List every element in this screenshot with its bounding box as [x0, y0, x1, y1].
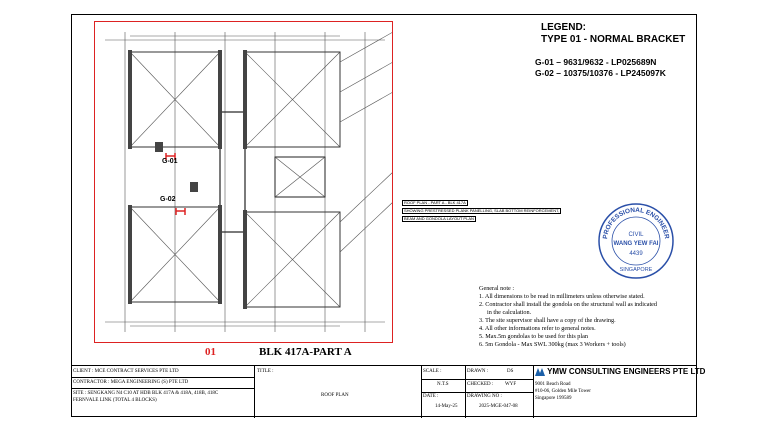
drawn-label: DRAWN :: [467, 369, 489, 374]
company-logo-icon: [535, 367, 545, 376]
plan-linework: [105, 32, 392, 332]
note-item: 4. All other informations refer to gener…: [479, 325, 596, 332]
general-notes: General note : 1. All dimensions to be r…: [479, 285, 657, 349]
stamp-reg-no: 4439: [629, 251, 643, 257]
note-item: 5. Max.5m gondolas to be used for this p…: [479, 333, 588, 340]
scale-value: N.T.S: [437, 382, 449, 387]
note-item: 3. The site supervisor shall have a copy…: [479, 317, 616, 324]
gondola-list: G-01 – 9631/9632 - LP025689N G-02 – 1037…: [535, 57, 666, 79]
company-address: 9001 Beach Road #10-06, Golden Mile Towe…: [535, 382, 591, 401]
date-value: 14-May-25: [435, 404, 458, 409]
stamp-discipline: CIVIL: [628, 232, 644, 238]
roof-plan-drawing: [94, 21, 393, 343]
legend: LEGEND: TYPE 01 - NORMAL BRACKET: [541, 22, 685, 46]
annotation-box: ROOF PLAN - PART A - BLK 417A: [402, 200, 468, 206]
drawing-title: ROOF PLAN: [321, 393, 349, 398]
checked-label: CHECKED :: [467, 382, 494, 387]
engineer-stamp: PROFESSIONAL ENGINEER CIVIL WANG YEW FAI…: [598, 203, 674, 279]
annotation-box: BEAM AND GONDOLA LAYOUT PLAN: [402, 216, 476, 222]
stamp-country: SINGAPORE: [620, 267, 653, 273]
note-item: 6. 5m Gondola - Max SWL 300kg (max 3 Wor…: [479, 341, 626, 348]
title-label: TITLE :: [257, 369, 274, 374]
drawing-sheet: [71, 14, 697, 417]
drawing-no-label: DRAWING NO :: [467, 394, 502, 399]
drawn-value: DS: [507, 369, 514, 374]
plan-title: BLK 417A-PART A: [259, 346, 352, 358]
gondola-item: G-01 – 9631/9632 - LP025689N: [535, 57, 657, 67]
title-block: CLIENT : MCE CONTRACT SERVICES PTE LTD C…: [71, 365, 705, 418]
notes-heading: General note :: [479, 285, 515, 292]
plan-number: 01: [205, 346, 216, 358]
site-line-2: FERNVALE LINK (TOTAL 4 BLOCKS): [73, 398, 157, 403]
legend-type: TYPE 01 - NORMAL BRACKET: [541, 34, 686, 45]
stamp-name: WANG YEW FAI: [614, 241, 659, 247]
drawing-no-value: 2025-MGE-047-08: [479, 404, 518, 409]
legend-title: LEGEND:: [541, 22, 586, 33]
company-name: YMW CONSULTING ENGINEERS PTE LTD: [535, 367, 705, 376]
gondola-marker-g02: G-02: [160, 196, 176, 203]
site-line-1: SITE : SENGKANG N4 C10 AT HDB BLK 417A &…: [73, 391, 219, 396]
note-item: in the calculation.: [487, 309, 532, 316]
scale-label: SCALE :: [423, 369, 442, 374]
note-item: 2. Contractor shall install the gondola …: [479, 301, 658, 308]
client: CLIENT : MCE CONTRACT SERVICES PTE LTD: [73, 369, 179, 374]
date-label: DATE :: [423, 394, 439, 399]
note-item: 1. All dimensions to be read in millimet…: [479, 293, 645, 300]
contractor: CONTRACTOR : MEGA ENGINEERING (S) PTE LT…: [73, 380, 189, 385]
gondola-marker-g01: G-01: [162, 158, 178, 165]
annotation-box: SHOWING PRESTRESSED PLANK PANELLING, SLA…: [402, 208, 562, 214]
gondola-item: G-02 – 10375/10376 - LP245097K: [535, 68, 666, 78]
checked-value: WYF: [505, 382, 517, 387]
